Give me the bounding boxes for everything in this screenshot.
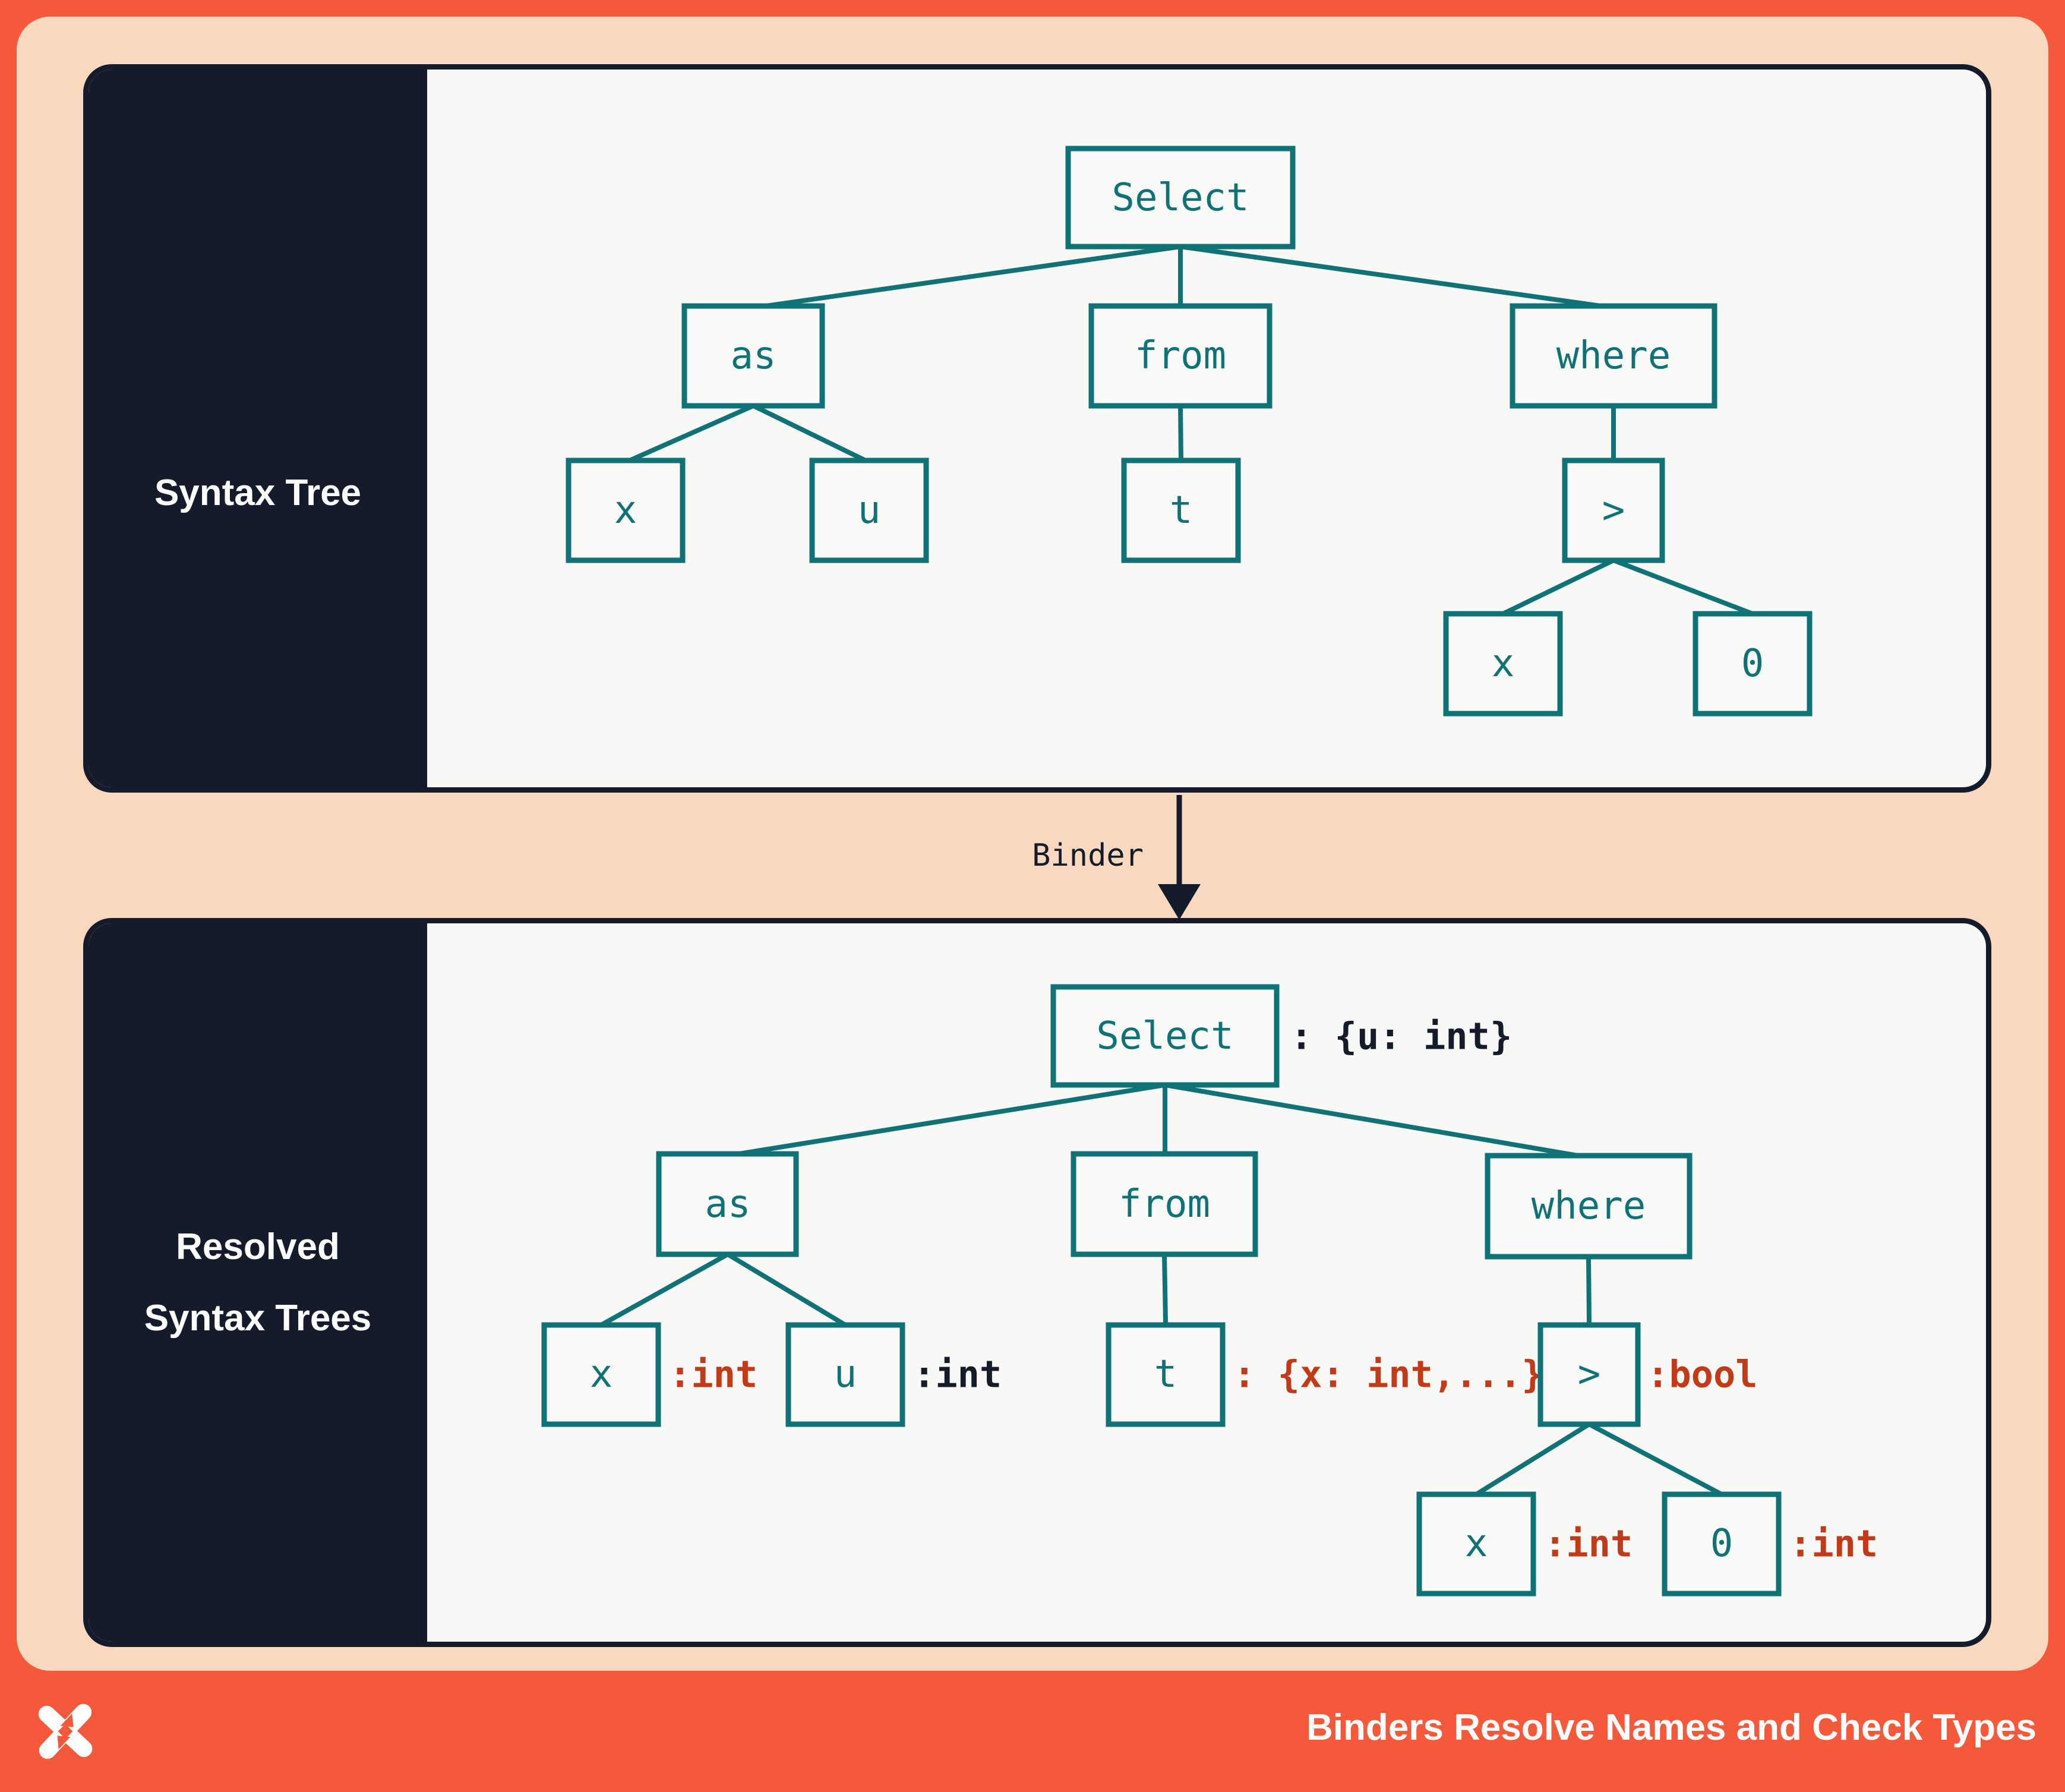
syntax-tree-edges [624,244,1754,616]
resolved-node-box-x [541,1322,661,1427]
resolved-node-gt: > [1578,1352,1601,1396]
resolved-tree-nodes: Select : {u: int} as from where x :int u… [541,984,1878,1597]
tree-node-box-select [1065,146,1296,250]
tree-node-box-x2 [1443,611,1563,717]
resolved-panel-label-line1: Resolved [176,1226,340,1267]
edge-ras-u [726,1252,847,1327]
type-annotation-x: :int [669,1353,757,1396]
resolved-node-x: x [590,1352,613,1396]
resolved-node-select: Select [1096,1014,1233,1058]
tree-node-box-x [566,458,686,563]
tree-node-box-t [1121,458,1241,563]
resolved-node-as: as [705,1182,750,1226]
syntax-tree-panel: Syntax Tree [83,64,1991,793]
tree-node-box-zero [1693,611,1813,717]
footer-title: Binders Resolve Names and Check Types [1306,1707,2036,1748]
tree-node-zero: 0 [1741,642,1764,686]
type-annotation-x2: :int [1544,1522,1633,1566]
tree-node-gt: > [1602,488,1625,532]
resolved-node-zero: 0 [1710,1522,1734,1566]
tree-node-t: t [1170,488,1193,532]
tree-node-select: Select [1112,176,1249,220]
edge-ras-x [600,1252,729,1327]
resolved-node-box-zero [1662,1491,1782,1597]
edge-as-u [752,403,870,465]
edge-select-as [753,244,1181,310]
edge-from-t [1178,405,1183,461]
type-annotation-gt: :bool [1647,1353,1758,1396]
resolved-node-t: t [1154,1352,1177,1396]
tree-node-from: from [1135,334,1226,378]
syntax-tree-sidebar: Syntax Tree [89,70,427,787]
resolved-panel-label-line2: Syntax Trees [144,1297,372,1339]
edge-rfrom-t [1162,1254,1168,1324]
edge-select-where [1180,244,1614,310]
resolved-node-x2: x [1465,1522,1488,1566]
resolved-node-u: u [834,1352,857,1396]
type-annotation-select: : {u: int} [1290,1015,1512,1058]
resolved-node-box-as [656,1151,799,1257]
x-logo-icon [38,1703,93,1759]
edge-rselect-as [727,1083,1166,1158]
resolved-node-box-gt [1537,1322,1641,1427]
resolved-node-box-where [1485,1153,1693,1260]
tree-node-as: as [730,334,776,378]
type-annotation-zero: :int [1789,1522,1878,1566]
tree-node-box-where [1510,303,1717,409]
resolved-node-box-from [1071,1151,1258,1257]
syntax-tree-panel-label: Syntax Tree [154,472,362,513]
tree-node-where: where [1556,334,1671,378]
tree-node-box-from [1088,303,1273,409]
tree-node-box-gt [1562,458,1665,563]
resolved-node-box-t [1106,1322,1226,1427]
edge-rgt-zero [1588,1422,1723,1497]
tree-node-x2: x [1492,642,1515,686]
syntax-tree-nodes: Select as from where x u t > x 0 [566,146,1813,717]
type-annotation-t: : {x: int,...} [1233,1353,1544,1396]
tree-node-u: u [858,488,881,532]
resolved-tree-edges [600,1083,1723,1497]
resolved-node-box-select [1050,984,1280,1088]
edge-rgt-x [1474,1422,1591,1497]
edge-as-x [624,403,754,465]
edge-gt-zero [1612,558,1754,616]
binder-arrow-head-icon [1158,884,1201,920]
resolved-node-where: where [1532,1184,1646,1228]
binder-arrow-group: Binder [1032,795,1201,920]
tree-node-x: x [614,488,637,532]
tree-node-box-u [809,458,929,563]
resolved-node-from: from [1119,1182,1210,1226]
resolved-node-box-x2 [1416,1491,1536,1597]
resolved-panel-label: Resolved Syntax Trees [144,1212,372,1354]
resolved-node-box-u [785,1322,905,1427]
edge-gt-x [1502,558,1615,616]
tree-node-box-as [681,303,825,409]
resolved-panel-sidebar: Resolved Syntax Trees [89,923,427,1642]
binder-label: Binder [1032,838,1144,873]
type-annotation-u: :int [913,1353,1002,1396]
edge-rselect-where [1164,1083,1589,1160]
